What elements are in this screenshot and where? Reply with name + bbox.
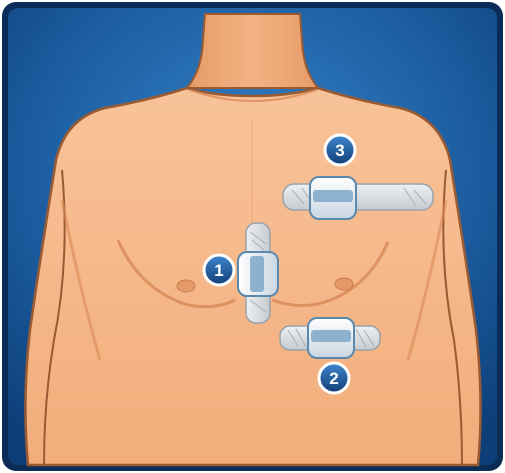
badge-1: 1 (204, 255, 234, 285)
badge-3: 3 (325, 135, 355, 165)
badge-number: 2 (329, 369, 338, 388)
sensor-band (313, 190, 353, 202)
badge-number: 1 (214, 261, 223, 280)
left-nipple (177, 280, 195, 292)
sensor-band (250, 256, 264, 292)
badge-2: 2 (319, 363, 349, 393)
right-nipple (335, 278, 353, 290)
neck (187, 14, 318, 88)
badge-number: 3 (335, 141, 344, 160)
sensor-band (311, 330, 351, 342)
